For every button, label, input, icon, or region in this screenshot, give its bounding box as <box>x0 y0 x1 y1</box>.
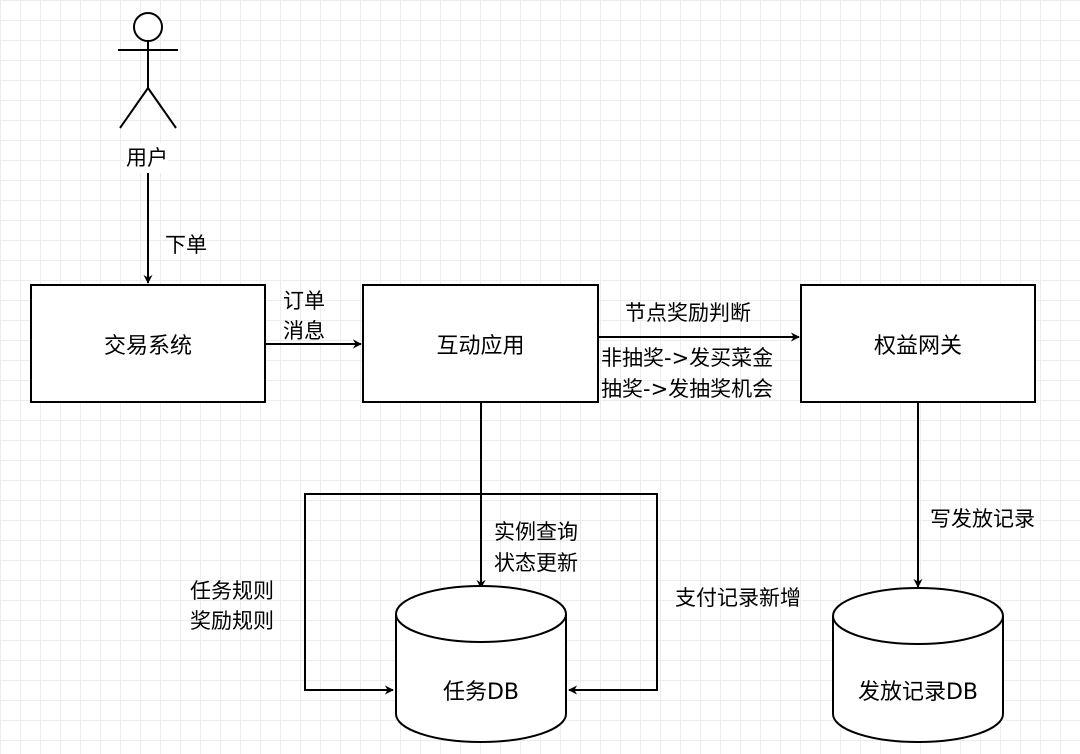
rights-gateway-box <box>800 284 1036 403</box>
order-msg-label-1: 订单 <box>283 289 325 313</box>
pay-record-add-label: 支付记录新增 <box>675 586 801 610</box>
task-db-label: 任务DB <box>442 680 520 705</box>
edge-pay-record-loop <box>481 493 658 695</box>
reward-rule-label: 奖励规则 <box>190 609 274 633</box>
trade-system-box <box>30 284 266 403</box>
status-update-label: 状态更新 <box>494 551 578 575</box>
task-rule-label: 任务规则 <box>190 579 274 603</box>
trade-system-label: 交易系统 <box>103 333 192 359</box>
issue-db-cylinder <box>832 587 1004 743</box>
issue-db-label: 发放记录DB <box>857 680 979 705</box>
non-lottery-label: 非抽奖->发买菜金 <box>601 346 774 370</box>
user-label: 用户 <box>126 143 168 173</box>
rights-gateway-label: 权益网关 <box>873 333 962 359</box>
lottery-label: 抽奖->发抽奖机会 <box>601 377 774 401</box>
interact-app-label: 互动应用 <box>436 333 525 359</box>
order-label: 下单 <box>165 233 207 257</box>
task-db-cylinder <box>395 585 567 743</box>
instance-query-label: 实例查询 <box>494 520 578 544</box>
node-reward-label: 节点奖励判断 <box>625 301 751 325</box>
edge-task-rule-loop <box>304 493 481 695</box>
interact-app-box <box>362 284 599 403</box>
user-actor-icon <box>118 12 178 129</box>
write-issue-label: 写发放记录 <box>930 507 1035 531</box>
order-msg-label-2: 消息 <box>283 319 325 343</box>
